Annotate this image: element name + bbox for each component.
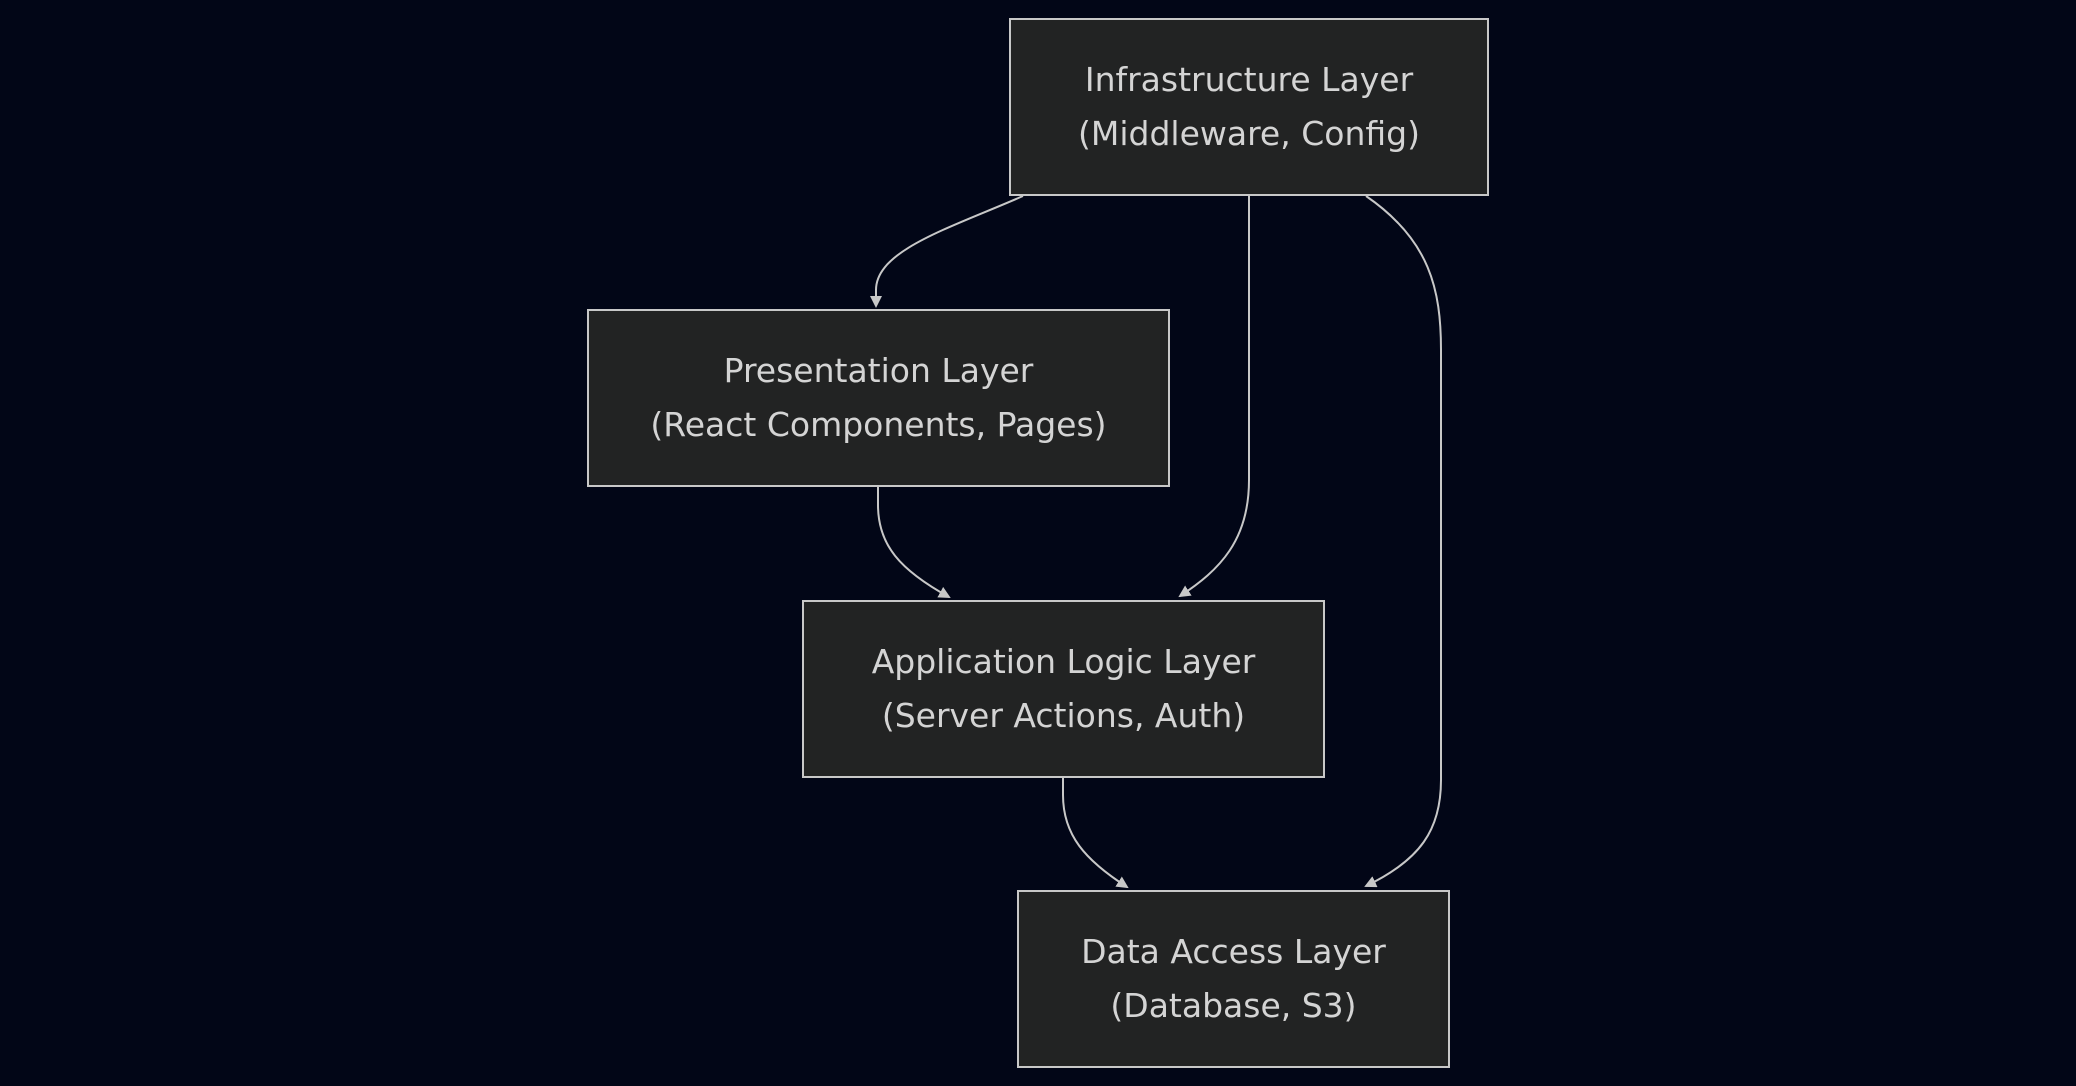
- edge-infrastructure-to-data-access: [1364, 195, 1442, 888]
- node-presentation-title: Presentation Layer: [723, 351, 1034, 390]
- node-presentation-subtitle: (React Components, Pages): [650, 405, 1107, 444]
- node-application-title: Application Logic Layer: [871, 642, 1256, 681]
- edge-application-to-data-access: [1062, 778, 1129, 889]
- node-infrastructure-subtitle: (Middleware, Config): [1078, 114, 1420, 153]
- node-application-subtitle: (Server Actions, Auth): [881, 696, 1246, 735]
- node-data-access-subtitle: (Database, S3): [1110, 986, 1357, 1025]
- node-presentation-layer[interactable]: Presentation Layer (React Components, Pa…: [587, 309, 1170, 487]
- node-infrastructure-layer[interactable]: Infrastructure Layer (Middleware, Config…: [1009, 18, 1489, 196]
- node-data-access-layer[interactable]: Data Access Layer (Database, S3): [1017, 890, 1450, 1068]
- node-application-logic-layer[interactable]: Application Logic Layer (Server Actions,…: [802, 600, 1325, 778]
- node-data-access-title: Data Access Layer: [1081, 932, 1386, 971]
- edge-infrastructure-to-application: [1178, 196, 1250, 598]
- edge-presentation-to-application: [877, 487, 951, 598]
- edge-infrastructure-to-presentation: [870, 195, 1024, 308]
- node-infrastructure-title: Infrastructure Layer: [1084, 60, 1414, 99]
